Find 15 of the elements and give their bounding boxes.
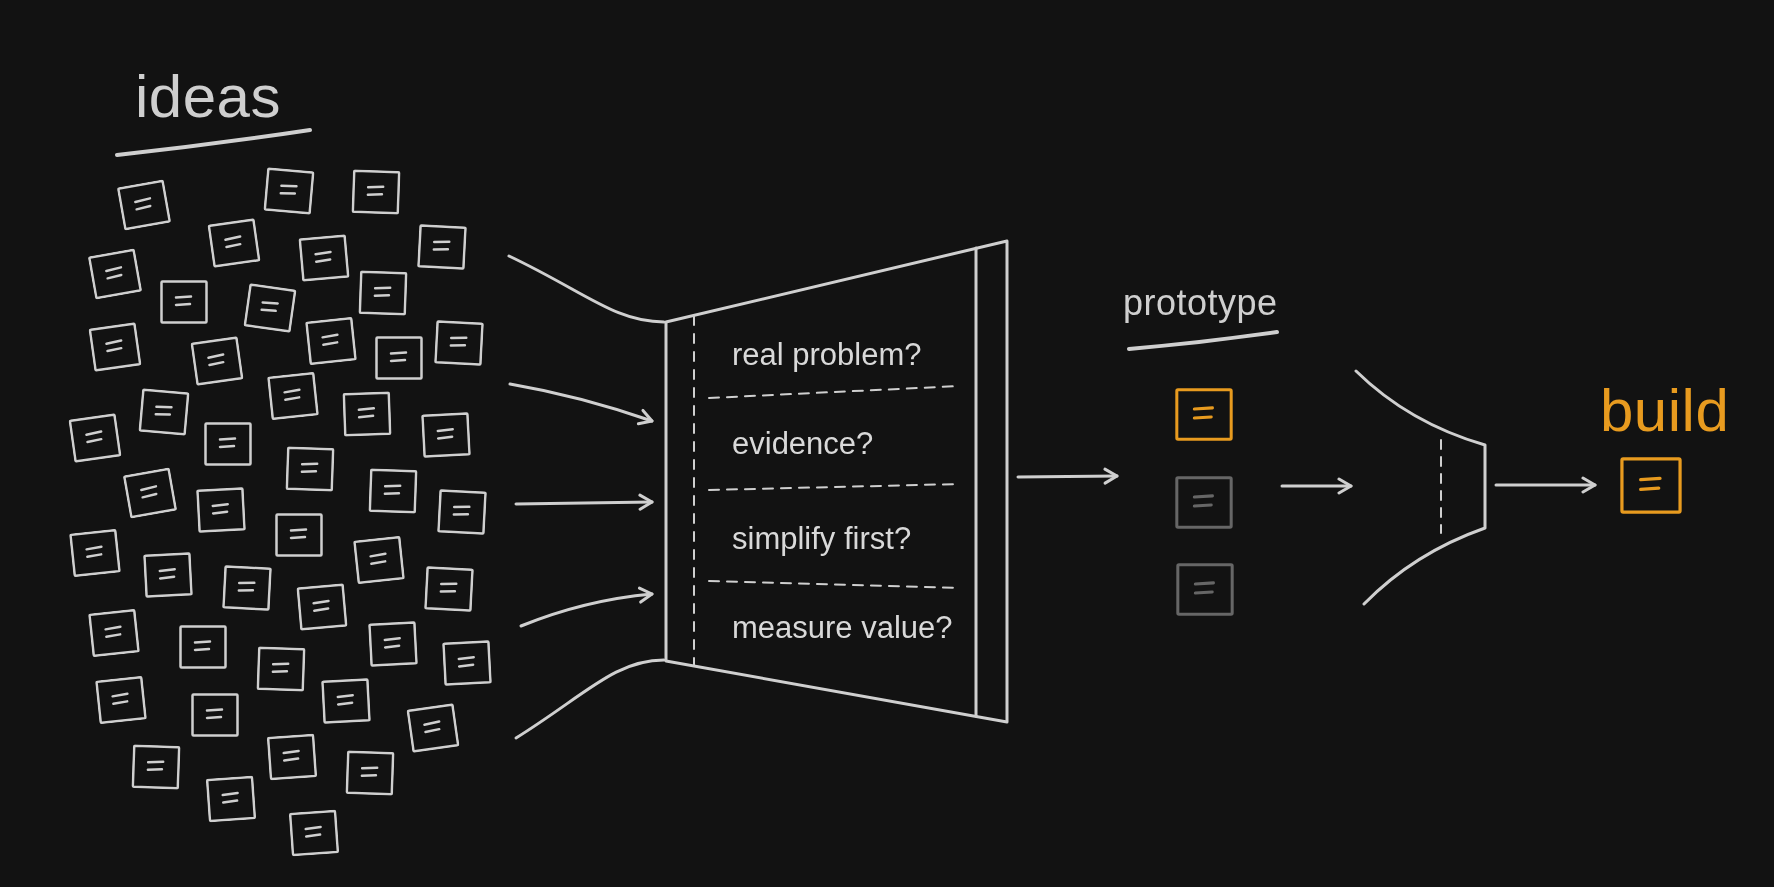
criterion-text: real problem?	[732, 339, 922, 370]
arrow	[508, 382, 654, 426]
criterion-text: measure value?	[732, 612, 953, 643]
arrow	[1280, 477, 1353, 495]
arrow	[514, 493, 654, 511]
criterion-text: simplify first?	[732, 523, 912, 554]
heading: ideas	[135, 67, 281, 127]
arrow	[1494, 476, 1597, 494]
arrow	[1016, 467, 1119, 485]
heading: build	[1600, 381, 1730, 441]
criterion-text: evidence?	[732, 428, 874, 459]
filter-funnel	[662, 238, 1012, 726]
funnel-shape	[1354, 368, 1490, 608]
arrow	[519, 586, 654, 628]
heading: prototype	[1123, 285, 1278, 321]
